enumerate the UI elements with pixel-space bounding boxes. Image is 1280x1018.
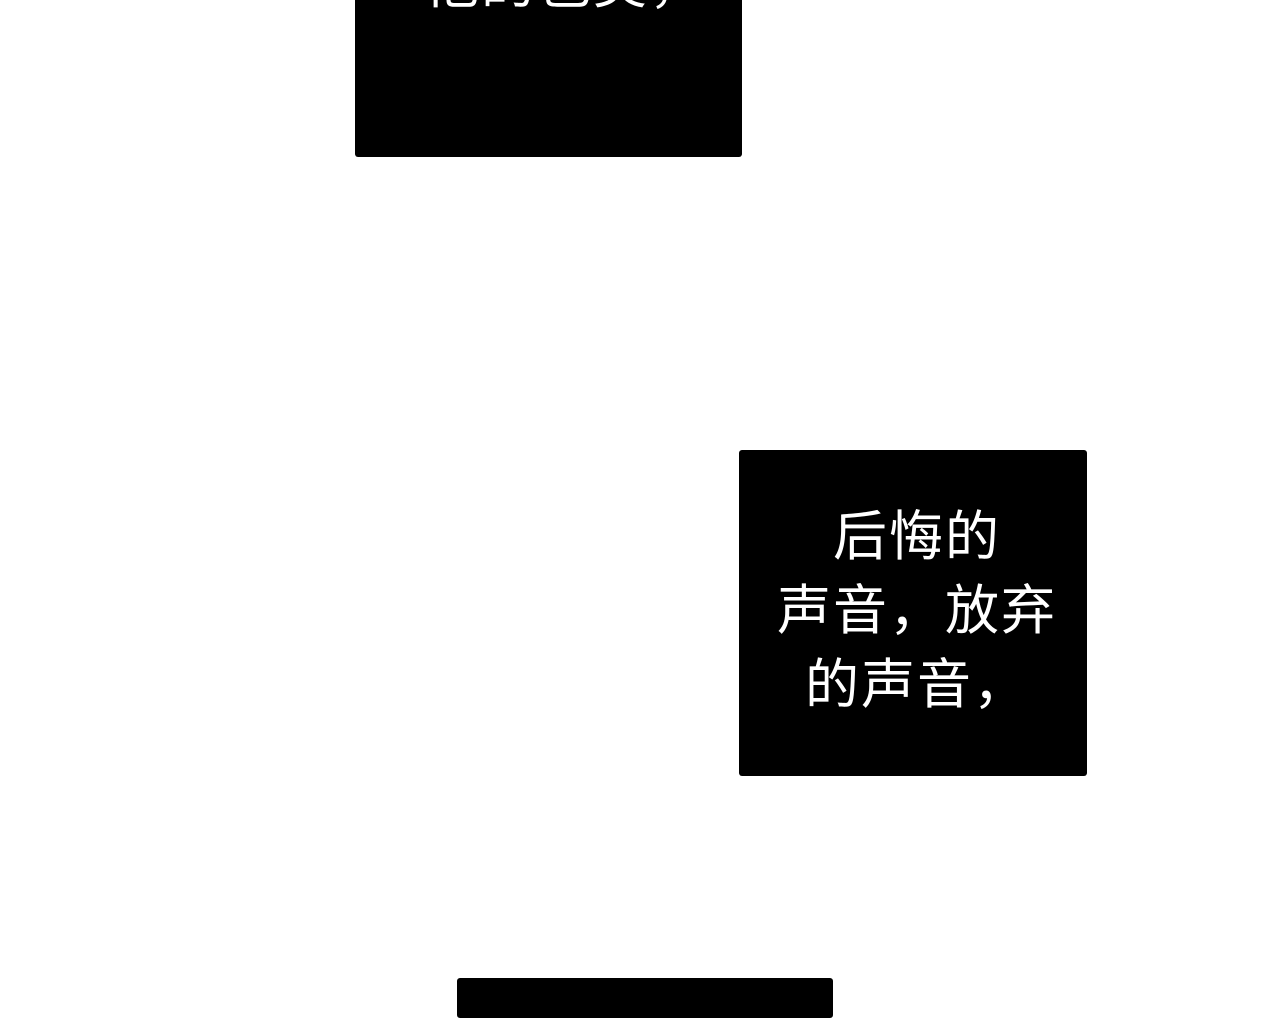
caption-box-top: 他的色美，: [355, 0, 742, 157]
caption-text: 后悔的 声音，放弃 的声音，: [777, 505, 1057, 716]
caption-text: 他的色美，: [425, 0, 705, 22]
caption-box-middle: 后悔的 声音，放弃 的声音，: [739, 450, 1087, 776]
caption-box-bottom: [457, 978, 833, 1018]
